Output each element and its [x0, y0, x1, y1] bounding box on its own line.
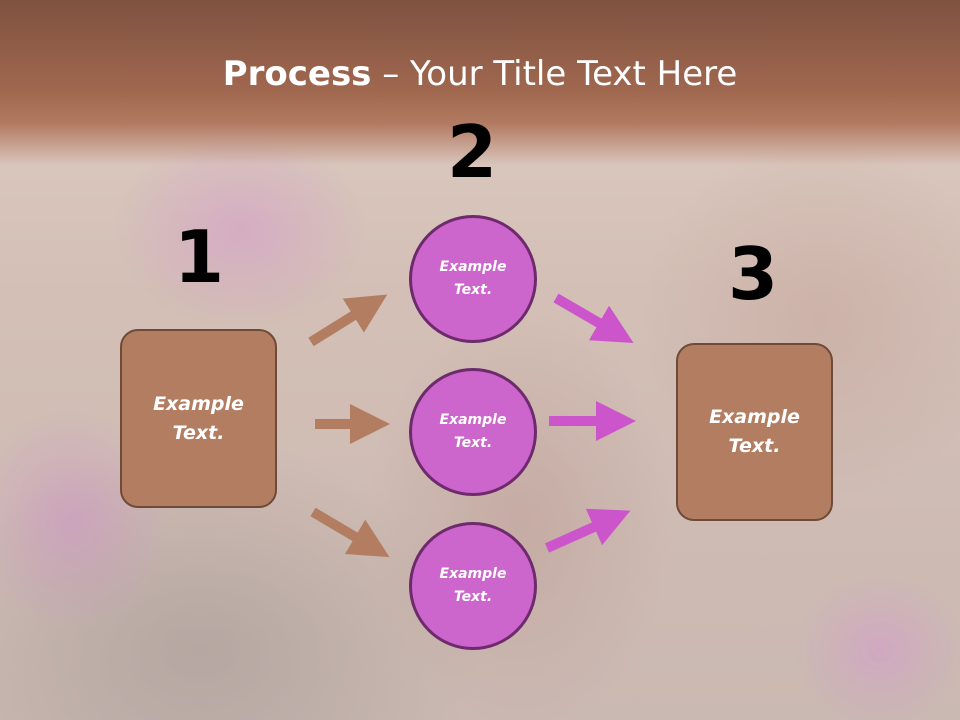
circle-middle-text: Example Text. — [428, 409, 518, 455]
step1-box-line2: Text. — [172, 421, 225, 444]
circle-top-text: Example Text. — [428, 256, 518, 302]
circle-bottom-text: Example Text. — [428, 563, 518, 609]
arrow-circle-bottom-to-box3 — [544, 508, 631, 553]
slide-title[interactable]: Process – Your Title Text Here — [0, 52, 960, 96]
step2-circle-top[interactable]: Example Text. — [409, 215, 537, 343]
title-rest-part: – Your Title Text Here — [371, 54, 738, 94]
step3-box-text: Example Text. — [695, 403, 815, 461]
step3-box-line1: Example — [709, 406, 800, 428]
circle-middle-line1: Example — [439, 412, 507, 428]
circle-top-line2: Text. — [453, 282, 493, 298]
arrow-box1-to-circle-top — [308, 294, 388, 347]
step-number-1[interactable]: 1 — [173, 215, 225, 299]
step2-circle-bottom[interactable]: Example Text. — [409, 522, 537, 650]
step1-box-text: Example Text. — [139, 390, 259, 448]
circle-top-line1: Example — [439, 259, 507, 275]
step3-box-line2: Text. — [728, 435, 781, 457]
step3-box[interactable]: Example Text. — [676, 343, 833, 521]
circle-middle-line2: Text. — [453, 435, 493, 451]
arrow-circle-top-to-box3 — [553, 293, 634, 344]
title-band — [0, 0, 960, 165]
title-bold-part: Process — [222, 54, 372, 94]
step-number-3[interactable]: 3 — [727, 232, 779, 316]
step2-circle-middle[interactable]: Example Text. — [409, 368, 537, 496]
circle-bottom-line1: Example — [439, 566, 507, 582]
step1-box-line1: Example — [153, 392, 244, 415]
step-number-2[interactable]: 2 — [446, 110, 498, 194]
step1-box[interactable]: Example Text. — [120, 329, 277, 508]
arrow-box1-to-circle-bottom — [310, 507, 390, 558]
circle-bottom-line2: Text. — [453, 589, 493, 605]
